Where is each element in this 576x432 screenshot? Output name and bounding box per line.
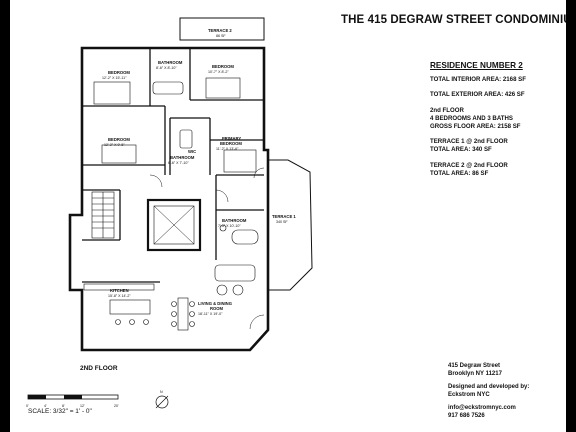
kitchen-dim: 15'-8" X 14'-2" — [108, 294, 131, 298]
contact-phone: 917 686 7526 — [448, 413, 485, 420]
terrace1-title: TERRACE 1 @ 2nd FLOOR — [430, 138, 508, 146]
primary-label: PRIMARY — [222, 136, 241, 141]
bedroom2-label: BEDROOM — [212, 64, 234, 69]
floor-label: 2ND FLOOR — [80, 365, 118, 372]
bathroom1-dim: 8'-6" X 8'-10" — [156, 66, 177, 70]
address-line-2: Brooklyn NY 11217 — [448, 371, 502, 378]
bathroom2-label: BATHROOM — [170, 155, 195, 160]
primary-dim: 11'-2" X 13'-6" — [216, 147, 239, 151]
bedroom3-label: BEDROOM — [108, 137, 130, 142]
living-label: LIVING & DINING — [198, 301, 232, 306]
exterior-area: TOTAL EXTERIOR AREA: 426 SF — [430, 91, 525, 99]
gross-area: GROSS FLOOR AREA: 2158 SF — [430, 122, 521, 130]
floor-plan: 0' 4' 8' 12' 20' N TERRACE 2 86 SF BEDRO… — [26, 17, 313, 409]
bedroom-count: 4 BEDROOMS AND 3 BATHS — [430, 114, 513, 122]
address-line-1: 415 Degraw Street — [448, 363, 501, 369]
contact-email: info@eckstromnyc.com — [448, 405, 516, 412]
kitchen-label: KITCHEN — [110, 288, 129, 293]
floor-plan-sheet: 0' 4' 8' 12' 20' N TERRACE 2 86 SF BEDRO… — [10, 0, 566, 432]
living-dim: 18'-11" X 19'-0" — [198, 312, 223, 316]
scale-tick-label: 20' — [114, 404, 119, 408]
bedroom1-dim: 12'-2" X 15'-11" — [102, 76, 127, 80]
bedroom3-dim: 12'-2" X 9'-5" — [104, 143, 125, 147]
terrace1-label: TERRACE 1 — [272, 214, 296, 219]
scale-label: SCALE: 3/32" = 1' - 0" — [28, 408, 92, 415]
scale-tick-label: 0' — [26, 404, 29, 408]
contact-block: 415 Degraw Street Brooklyn NY 11217 Desi… — [448, 362, 529, 421]
page-title: THE 415 DEGRAW STREET CONDOMINIUM — [341, 14, 566, 26]
residence-info: RESIDENCE NUMBER 2 TOTAL INTERIOR AREA: … — [430, 60, 560, 178]
wic-label: WIC — [188, 149, 196, 154]
bedroom2-dim: 10'-7" X 8'-2" — [208, 70, 229, 74]
terrace2-label: TERRACE 2 — [208, 28, 232, 33]
compass-label: N — [160, 390, 163, 394]
terrace2-total: TOTAL AREA: 86 SF — [430, 169, 489, 177]
terrace2-title: TERRACE 2 @ 2nd FLOOR — [430, 161, 508, 169]
terrace2-area: 86 SF — [216, 34, 226, 38]
primary-label-2: BEDROOM — [220, 141, 242, 146]
developer-line-1: Designed and developed by: — [448, 384, 530, 391]
bathroom3-dim: 7'-5" X 10'-10" — [218, 224, 241, 228]
residence-header: RESIDENCE NUMBER 2 — [430, 61, 523, 70]
scale-tick-label: 4' — [44, 404, 47, 408]
bathroom3-label: BATHROOM — [222, 218, 247, 223]
scale-tick-label: 12' — [80, 404, 85, 408]
terrace1-area: 340 SF — [276, 220, 288, 224]
floor-number: 2nd FLOOR — [430, 106, 464, 114]
terrace1-total: TOTAL AREA: 340 SF — [430, 146, 492, 154]
scale-tick-label: 8' — [62, 404, 65, 408]
living-label-2: ROOM — [210, 306, 224, 311]
developer-line-2: Eckstrom NYC — [448, 392, 490, 399]
interior-area: TOTAL INTERIOR AREA: 2168 SF — [430, 76, 526, 84]
bathroom2-dim: 6'-6" X 7'-10" — [168, 161, 189, 165]
bedroom1-label: BEDROOM — [108, 70, 130, 75]
bathroom1-label: BATHROOM — [158, 60, 183, 65]
